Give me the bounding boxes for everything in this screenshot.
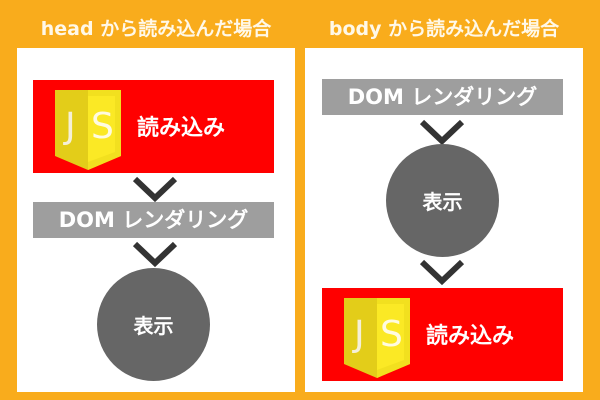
dom-render-bar: DOM レンダリング bbox=[322, 79, 563, 115]
dom-render-bar: DOM レンダリング bbox=[33, 202, 274, 238]
arrow-down-icon bbox=[132, 176, 178, 203]
svg-text:J: J bbox=[63, 106, 76, 147]
arrow-down-icon bbox=[419, 119, 465, 146]
left-panel-title: head から読み込んだ場合 bbox=[40, 18, 272, 40]
right-panel: DOM レンダリング 表示 J S 読み込み bbox=[305, 48, 583, 392]
svg-text:S: S bbox=[91, 106, 114, 147]
js-shield-icon: J S bbox=[55, 90, 121, 170]
js-load-label: 読み込み bbox=[426, 324, 515, 349]
arrow-down-icon bbox=[132, 241, 178, 268]
display-circle: 表示 bbox=[386, 144, 499, 257]
js-load-box: J S 読み込み bbox=[322, 288, 563, 381]
js-load-box: J S 読み込み bbox=[33, 80, 274, 173]
arrow-down-icon bbox=[419, 259, 465, 286]
left-panel: J S 読み込み DOM レンダリング 表示 bbox=[17, 48, 295, 392]
svg-text:J: J bbox=[352, 314, 365, 355]
display-circle: 表示 bbox=[97, 268, 210, 381]
js-load-label: 読み込み bbox=[137, 116, 226, 141]
svg-text:S: S bbox=[380, 314, 403, 355]
right-panel-title: body から読み込んだ場合 bbox=[328, 18, 560, 40]
js-shield-icon: J S bbox=[344, 298, 410, 378]
